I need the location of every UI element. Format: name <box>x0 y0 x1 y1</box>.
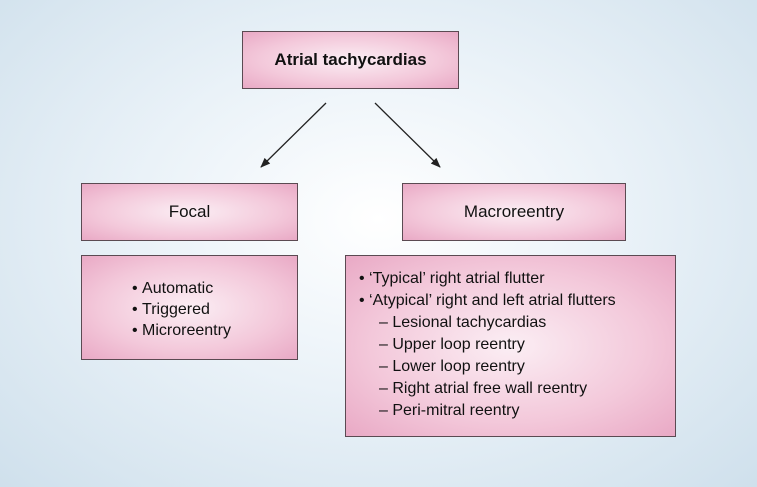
focal-list-item: Microreentry <box>132 320 231 341</box>
focal-list-item: Automatic <box>132 278 231 299</box>
macroreentry-list: ‘Typical’ right atrial flutter ‘Atypical… <box>359 268 616 422</box>
macroreentry-list-box: ‘Typical’ right atrial flutter ‘Atypical… <box>345 255 676 437</box>
focal-list: Automatic Triggered Microreentry <box>132 278 231 341</box>
focal-list-box: Automatic Triggered Microreentry <box>81 255 298 360</box>
macroreentry-sublist-item: Right atrial free wall reentry <box>359 378 616 400</box>
macroreentry-list-item: ‘Atypical’ right and left atrial flutter… <box>359 290 616 312</box>
macroreentry-sublist-item: Lesional tachycardias <box>359 312 616 334</box>
root-label: Atrial tachycardias <box>274 50 427 69</box>
focal-node: Focal <box>81 183 298 241</box>
root-node: Atrial tachycardias <box>242 31 459 89</box>
macroreentry-sublist-item: Lower loop reentry <box>359 356 616 378</box>
arrow-to-macroreentry <box>374 102 441 168</box>
arrow-to-focal <box>260 102 327 168</box>
macroreentry-sublist-item: Upper loop reentry <box>359 334 616 356</box>
macroreentry-list-item: ‘Typical’ right atrial flutter <box>359 268 616 290</box>
focal-label: Focal <box>168 202 211 221</box>
macroreentry-sublist-item: Peri-mitral reentry <box>359 400 616 422</box>
macroreentry-label: Macroreentry <box>463 202 565 221</box>
focal-list-item: Triggered <box>132 299 231 320</box>
macroreentry-node: Macroreentry <box>402 183 626 241</box>
